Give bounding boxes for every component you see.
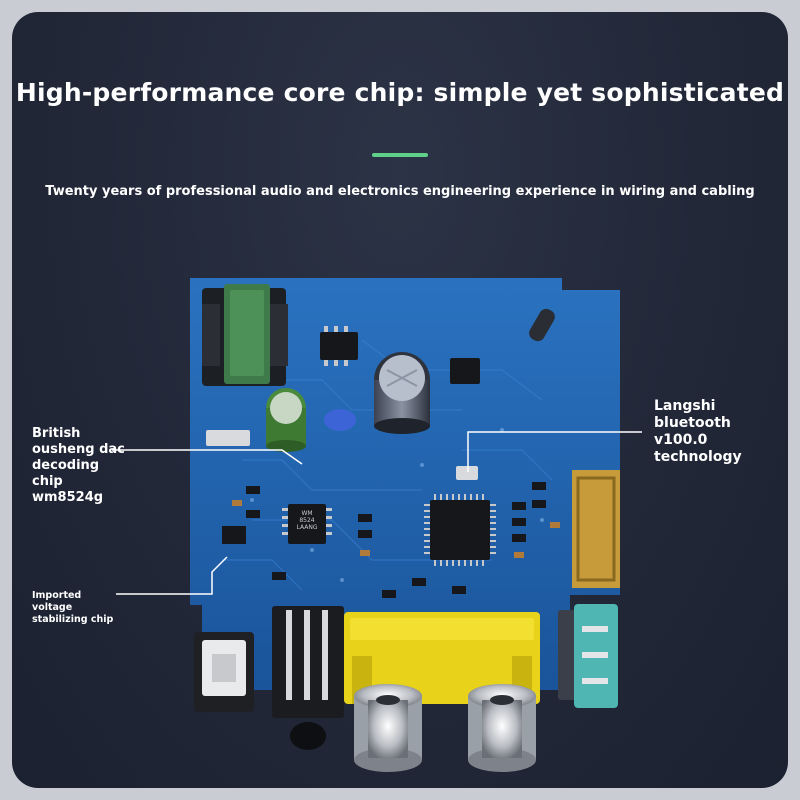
callout-dac-chip: British ousheng dac decoding chip wm8524…: [32, 426, 125, 505]
page-subtitle: Twenty years of professional audio and e…: [45, 184, 755, 199]
pcb-substrate: [190, 278, 620, 690]
callout-voltage-regulator: Imported voltage stabilizing chip: [32, 590, 114, 625]
product-frame: High-performance core chip: simple yet s…: [12, 12, 788, 788]
page-title: High-performance core chip: simple yet s…: [15, 78, 785, 107]
callout-bluetooth-chip: Langshi bluetooth v100.0 technology: [654, 398, 742, 465]
accent-divider: [372, 153, 428, 157]
